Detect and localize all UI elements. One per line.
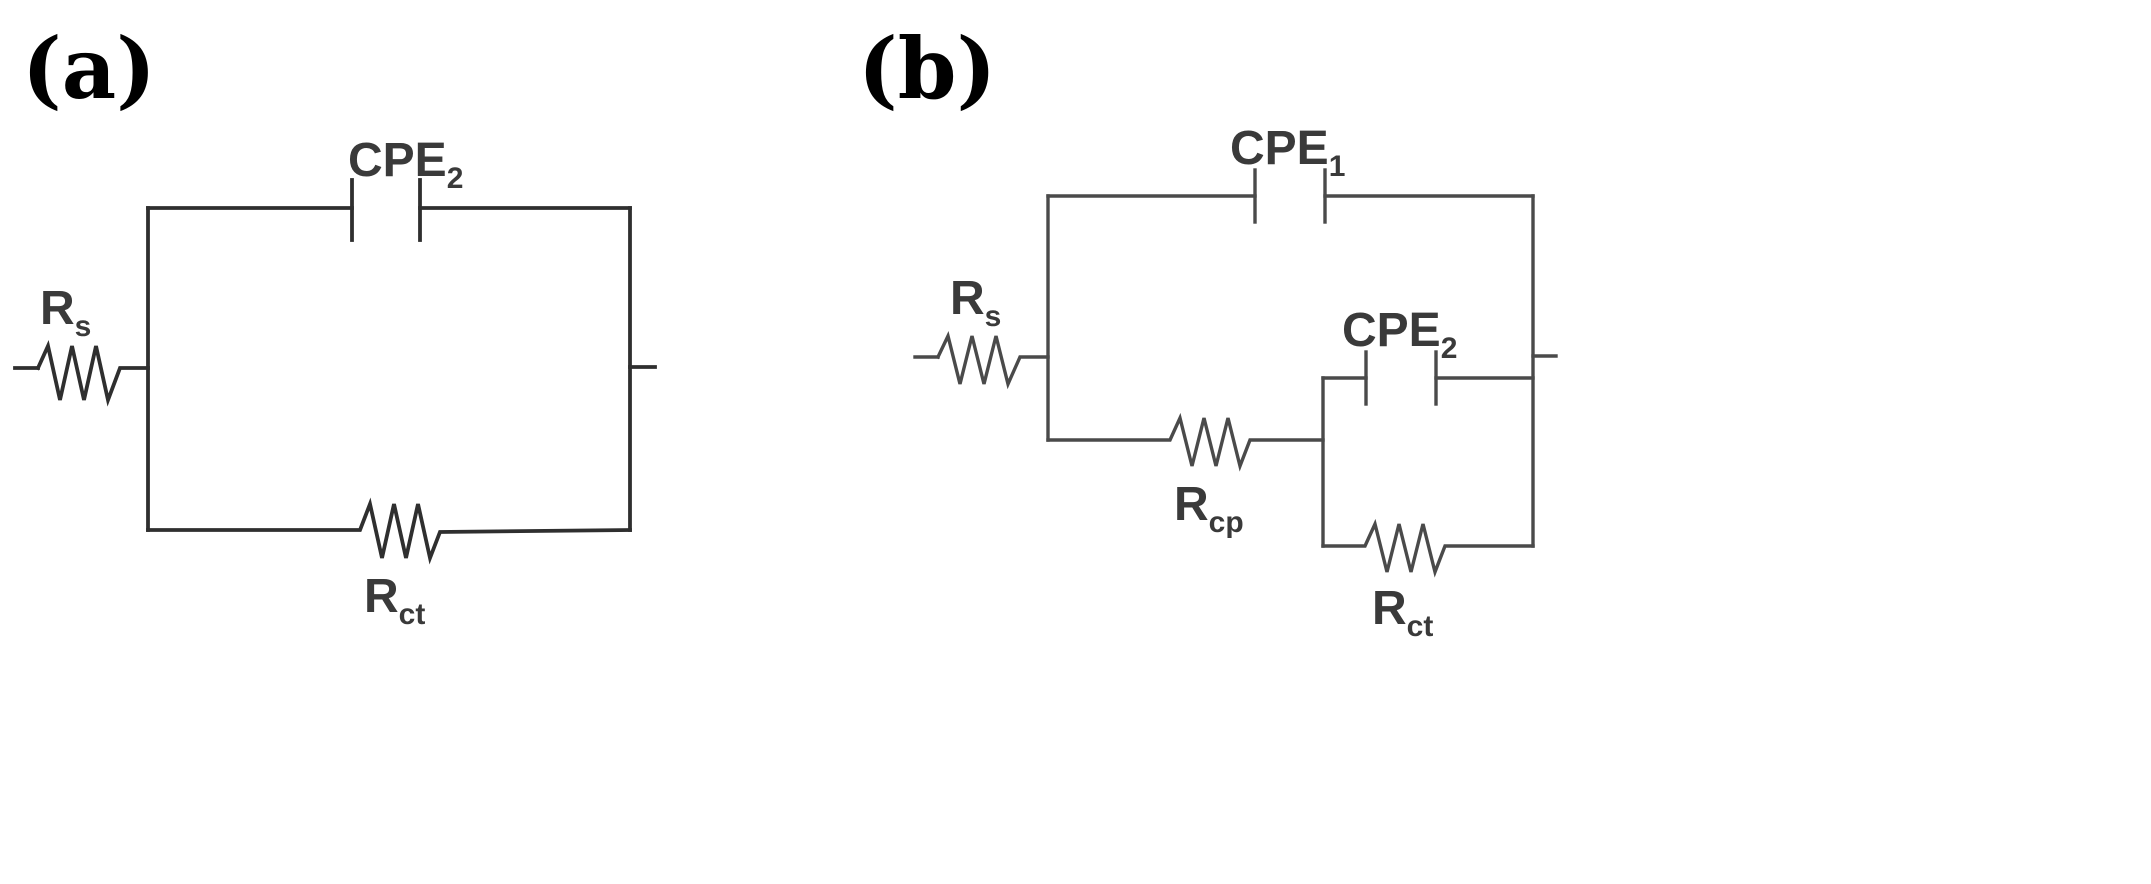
panel-a-rct-resistor bbox=[146, 497, 632, 565]
panel-b-rs-label: Rs bbox=[950, 272, 1001, 333]
panel-a: (a) CPE2 Rs bbox=[13, 19, 657, 631]
panel-a-rs-label: Rs bbox=[40, 282, 91, 343]
panel-b-label: (b) bbox=[858, 19, 996, 118]
panel-b-rcp-label: Rcp bbox=[1174, 478, 1244, 539]
panel-b-cpe1-label: CPE1 bbox=[1230, 122, 1345, 183]
panel-a-rct-label: Rct bbox=[364, 570, 425, 631]
panel-b-cpe2-label: CPE2 bbox=[1342, 304, 1457, 365]
panel-b-rs-resistor bbox=[935, 330, 1050, 390]
panel-b-rct-resistor bbox=[1321, 518, 1535, 578]
panel-b-rct-label: Rct bbox=[1372, 582, 1433, 643]
panel-a-rs-resistor bbox=[35, 340, 150, 407]
panel-a-label: (a) bbox=[22, 19, 156, 118]
panel-a-wires bbox=[13, 178, 657, 565]
panel-b: (b) bbox=[858, 19, 1558, 643]
panel-a-cpe2-label: CPE2 bbox=[348, 134, 463, 195]
panel-b-rcp-resistor bbox=[1046, 412, 1325, 472]
panel-b-wires bbox=[913, 168, 1558, 578]
